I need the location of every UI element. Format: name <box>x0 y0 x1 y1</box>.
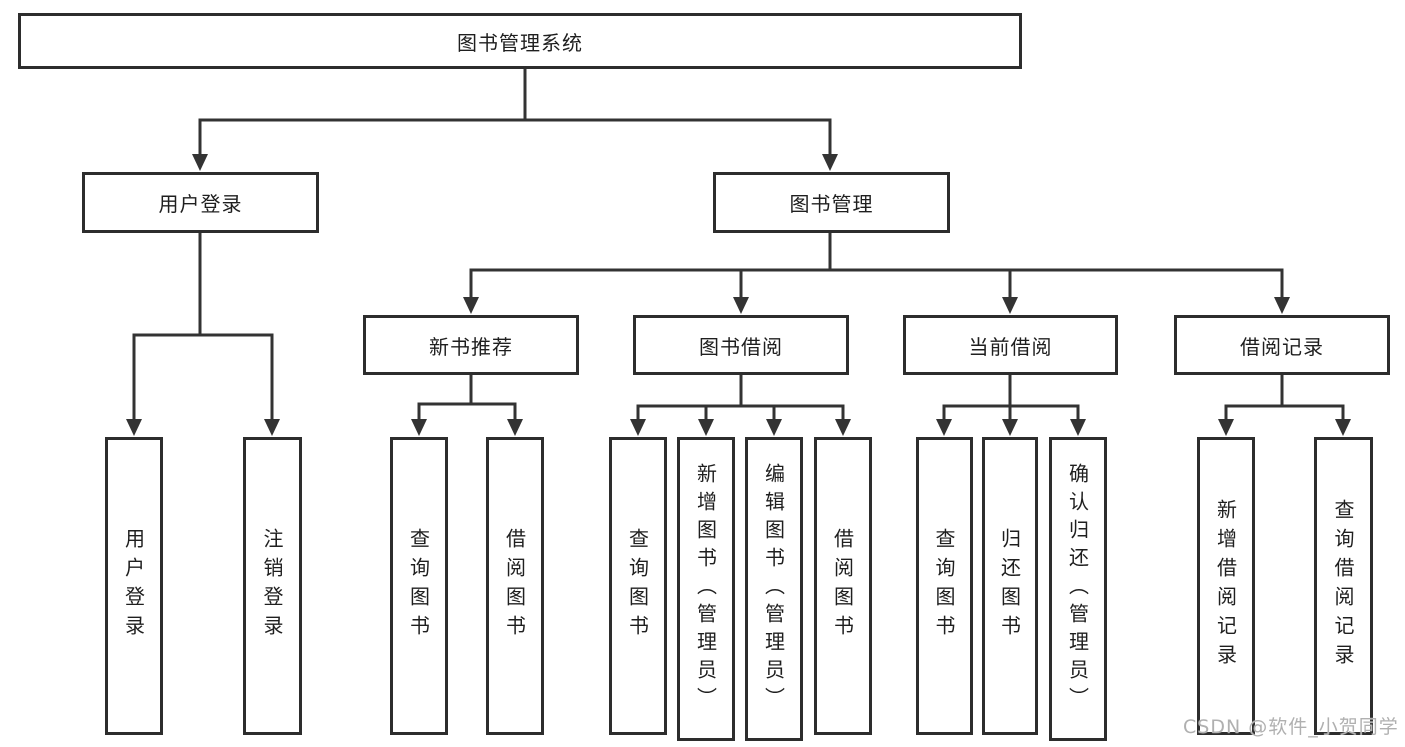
node-book-borrowing: 图书借阅 <box>633 315 849 375</box>
node-current-borrowing: 当前借阅 <box>903 315 1118 375</box>
leaf-logout: 注销登录 <box>243 437 302 735</box>
node-root-system: 图书管理系统 <box>18 13 1022 69</box>
leaf-edit-book-admin: 编辑图书（管理员） <box>745 437 803 741</box>
node-new-book-recommend: 新书推荐 <box>363 315 579 375</box>
leaf-return-book: 归还图书 <box>982 437 1038 735</box>
leaf-query-borrow-record: 查询借阅记录 <box>1314 437 1373 735</box>
leaf-confirm-return-admin: 确认归还（管理员） <box>1049 437 1107 741</box>
leaf-query-books-borrowing: 查询图书 <box>609 437 667 735</box>
leaf-add-book-admin: 新增图书（管理员） <box>677 437 735 741</box>
node-book-management: 图书管理 <box>713 172 950 233</box>
arrowhead-icons <box>126 154 1351 436</box>
leaf-borrow-books-recommend: 借阅图书 <box>486 437 544 735</box>
leaf-query-books-current: 查询图书 <box>916 437 973 735</box>
leaf-query-books-recommend: 查询图书 <box>390 437 448 735</box>
watermark-text: CSDN @软件_小贺同学 <box>1183 716 1399 738</box>
leaf-add-borrow-record: 新增借阅记录 <box>1197 437 1255 735</box>
node-borrow-records: 借阅记录 <box>1174 315 1390 375</box>
leaf-user-login: 用户登录 <box>105 437 163 735</box>
leaf-borrow-books-borrowing: 借阅图书 <box>814 437 872 735</box>
node-user-login: 用户登录 <box>82 172 319 233</box>
